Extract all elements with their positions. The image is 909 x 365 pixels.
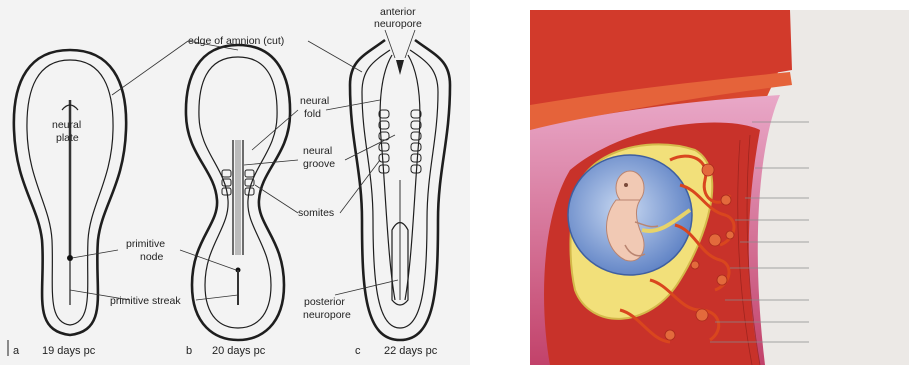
embryo-in-uterus-illustration <box>530 10 909 365</box>
label-primitive-streak: primitive streak <box>110 295 181 307</box>
embryo-stages-svg: edge of amnion (cut) anterior neuropore … <box>0 0 470 365</box>
label-posterior: posterior <box>304 296 345 308</box>
label-primitive-node-2: node <box>140 251 164 263</box>
label-neural-groove-2: groove <box>303 158 335 170</box>
caption-b-letter: b <box>186 345 192 357</box>
label-edge-of-amnion: edge of amnion (cut) <box>188 35 284 47</box>
label-neural-plate-1: neural <box>52 119 81 131</box>
embryo-c <box>350 40 450 340</box>
label-somites: somites <box>298 207 334 219</box>
uterus-illustration-svg <box>530 10 909 365</box>
label-neural-fold-2: fold <box>304 108 321 120</box>
label-posterior-neuropore: neuropore <box>303 309 351 321</box>
embryo-b <box>186 45 290 340</box>
caption-b-text: 20 days pc <box>212 345 266 357</box>
label-anterior: anterior <box>380 6 416 18</box>
label-primitive-node-1: primitive <box>126 238 165 250</box>
caption-c-letter: c <box>355 345 361 357</box>
neural-tube-development-diagram: edge of amnion (cut) anterior neuropore … <box>0 0 470 365</box>
caption-a-text: 19 days pc <box>42 345 96 357</box>
caption-c-text: 22 days pc <box>384 345 438 357</box>
label-neural-fold-1: neural <box>300 95 329 107</box>
embryo-a <box>14 50 126 335</box>
caption-a-letter: a <box>13 345 20 357</box>
label-anterior-neuropore: neuropore <box>374 18 422 30</box>
label-neural-groove-1: neural <box>303 145 332 157</box>
label-neural-plate-2: plate <box>56 132 79 144</box>
